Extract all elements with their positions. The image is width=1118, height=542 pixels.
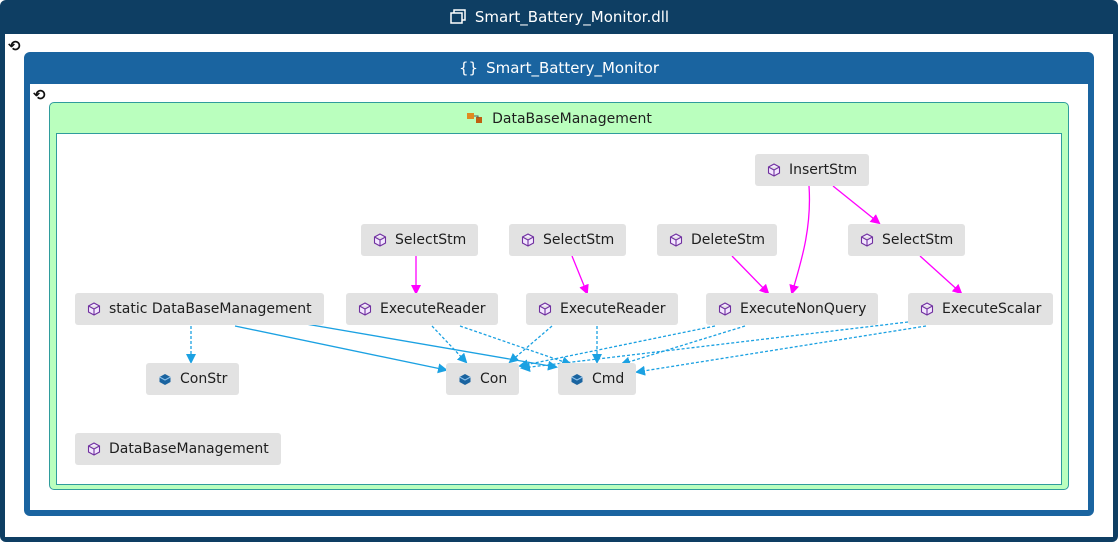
node-con[interactable]: Con [446,363,520,395]
node-label: DeleteStm [691,232,766,248]
node-label: Con [480,371,508,387]
namespace-collapse-icon[interactable]: ⟲ [33,86,46,104]
field-icon [459,374,471,385]
class-header[interactable]: DataBaseManagement [50,107,1068,131]
namespace-header[interactable]: {} Smart_Battery_Monitor [24,52,1094,84]
node-executereader-1[interactable]: ExecuteReader [346,293,498,325]
node-executereader-2[interactable]: ExecuteReader [526,293,678,325]
method-icon [860,233,874,247]
assembly-icon [450,9,466,24]
node-deletestm[interactable]: DeleteStm [657,224,778,256]
node-insertstm[interactable]: InsertStm [755,154,870,186]
node-label: ExecuteNonQuery [740,301,867,317]
node-selectstm-3[interactable]: SelectStm [848,224,966,256]
node-label: ExecuteScalar [942,301,1042,317]
method-icon [358,302,372,316]
node-label: InsertStm [789,162,858,178]
node-constructor[interactable]: DataBaseManagement [75,433,281,465]
method-icon [920,302,934,316]
node-executenonquery[interactable]: ExecuteNonQuery [706,293,879,325]
node-label: static DataBaseManagement [109,301,312,317]
class-icon [467,113,483,123]
method-icon [373,233,387,247]
namespace-braces-icon: {} [458,59,479,77]
field-icon [159,374,171,385]
node-label: ConStr [180,371,228,387]
method-icon [718,302,732,316]
node-label: Cmd [592,371,625,387]
node-cmd[interactable]: Cmd [558,363,637,395]
node-executescalar[interactable]: ExecuteScalar [908,293,1054,325]
assembly-collapse-icon[interactable]: ⟲ [8,37,21,55]
assembly-title: Smart_Battery_Monitor.dll [474,8,670,26]
node-label: DataBaseManagement [109,441,269,457]
method-icon [87,302,101,316]
namespace-title: Smart_Battery_Monitor [486,59,659,77]
node-constr[interactable]: ConStr [146,363,240,395]
node-label: SelectStm [543,232,615,248]
method-icon [538,302,552,316]
method-icon [669,233,683,247]
method-icon [767,163,781,177]
node-static-constructor[interactable]: static DataBaseManagement [75,293,324,325]
node-label: ExecuteReader [560,301,666,317]
node-label: SelectStm [395,232,467,248]
node-label: SelectStm [882,232,954,248]
node-label: ExecuteReader [380,301,486,317]
assembly-header[interactable]: Smart_Battery_Monitor.dll [0,0,1118,34]
method-icon [87,442,101,456]
field-icon [571,374,583,385]
class-title: DataBaseManagement [492,111,652,127]
node-selectstm-1[interactable]: SelectStm [361,224,479,256]
method-icon [521,233,535,247]
node-selectstm-2[interactable]: SelectStm [509,224,627,256]
